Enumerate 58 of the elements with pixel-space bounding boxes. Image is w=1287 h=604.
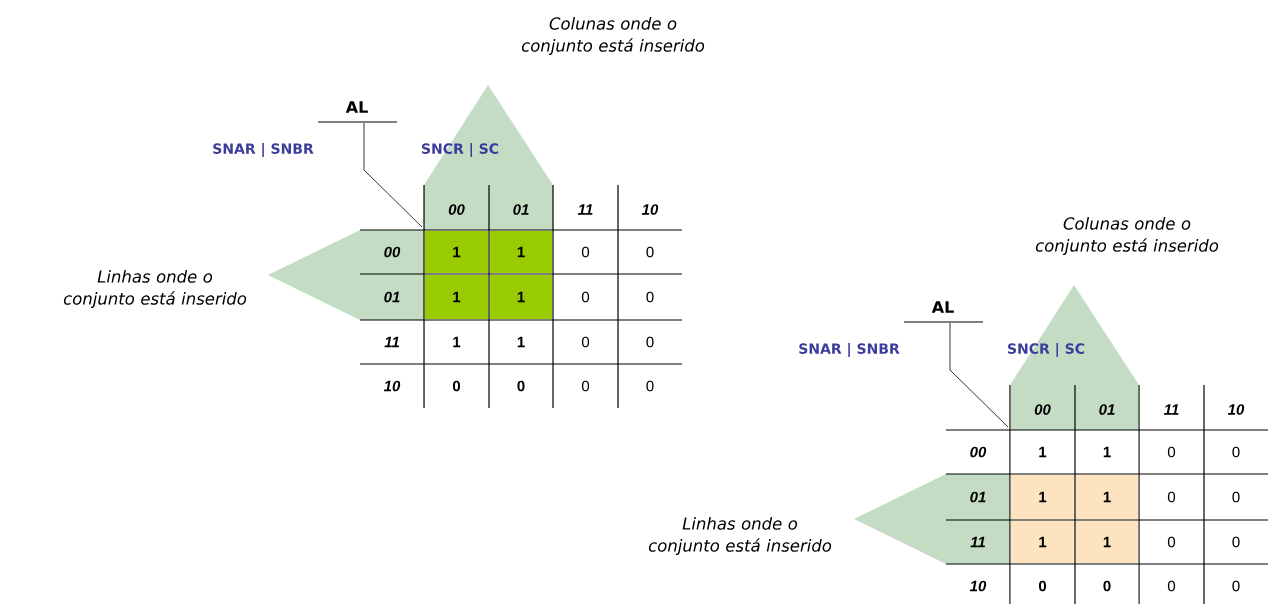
table-cell: 0 [1232, 580, 1240, 592]
table-cell: 0 [646, 291, 654, 303]
column-header: 00 [448, 204, 465, 215]
table-cell: 1 [490, 275, 552, 319]
variable-label: SNAR | SNBR [799, 343, 900, 357]
node-label: Linhas onde o conjunto está inserido [63, 270, 247, 308]
row-header: 00 [970, 446, 987, 458]
column-header: 00 [1034, 404, 1051, 415]
table-cell: 0 [581, 336, 590, 348]
table-cell: 1 [517, 336, 525, 348]
table-cell: 0 [1038, 580, 1047, 592]
table-cell: 1 [490, 231, 552, 273]
table-cell: 1 [1076, 475, 1138, 519]
column-header: 01 [513, 204, 529, 215]
row-header: 00 [384, 246, 401, 258]
table-cell: 0 [517, 380, 525, 392]
variable-label: SNAR | SNBR [213, 143, 314, 157]
table-cell: 1 [1039, 446, 1047, 458]
table-cell: 0 [1167, 580, 1176, 592]
row-header: 01 [970, 491, 986, 503]
table-cell: 0 [581, 246, 590, 258]
column-header: 11 [1163, 404, 1179, 415]
node-label: Linhas onde o conjunto está inserido [648, 517, 832, 555]
row-header: 01 [384, 291, 400, 303]
table-cell: 0 [581, 291, 590, 303]
table-cell: 0 [646, 246, 654, 258]
table-cell: 0 [581, 380, 590, 392]
table-cell: 1 [1011, 475, 1074, 519]
table-cell: 1 [1011, 521, 1074, 563]
table-cell: 0 [646, 336, 654, 348]
variable-label: SNCR | SC [422, 143, 499, 157]
row-header: 10 [969, 580, 987, 592]
variable-label: AL [345, 101, 368, 113]
column-header: 11 [577, 204, 593, 215]
table-cell: 0 [1232, 536, 1240, 548]
table-cell: 0 [1167, 536, 1176, 548]
table-cell: 1 [1076, 521, 1138, 563]
column-header: 10 [1227, 404, 1245, 415]
column-header: 01 [1099, 404, 1115, 415]
table-cell: 0 [1103, 580, 1111, 592]
table-cell: 0 [1232, 446, 1240, 458]
variable-label: AL [931, 301, 954, 313]
table-cell: 1 [453, 336, 461, 348]
table-cell: 0 [1232, 491, 1240, 503]
row-header: 11 [970, 536, 985, 548]
node-label: Colunas onde o conjunto está inserido [1035, 217, 1219, 255]
table-cell: 0 [1167, 446, 1176, 458]
column-header: 10 [641, 204, 659, 215]
table-cell: 1 [1103, 446, 1111, 458]
table-cell: 0 [452, 380, 461, 392]
row-header: 10 [383, 380, 401, 392]
table-cell: 1 [425, 231, 488, 273]
table-cell: 1 [425, 275, 488, 319]
variable-label: SNCR | SC [1007, 343, 1085, 357]
table-cell: 0 [646, 380, 654, 392]
row-header: 11 [384, 336, 399, 348]
node-label: Colunas onde o conjunto está inserido [521, 17, 705, 55]
table-cell: 0 [1167, 491, 1176, 503]
